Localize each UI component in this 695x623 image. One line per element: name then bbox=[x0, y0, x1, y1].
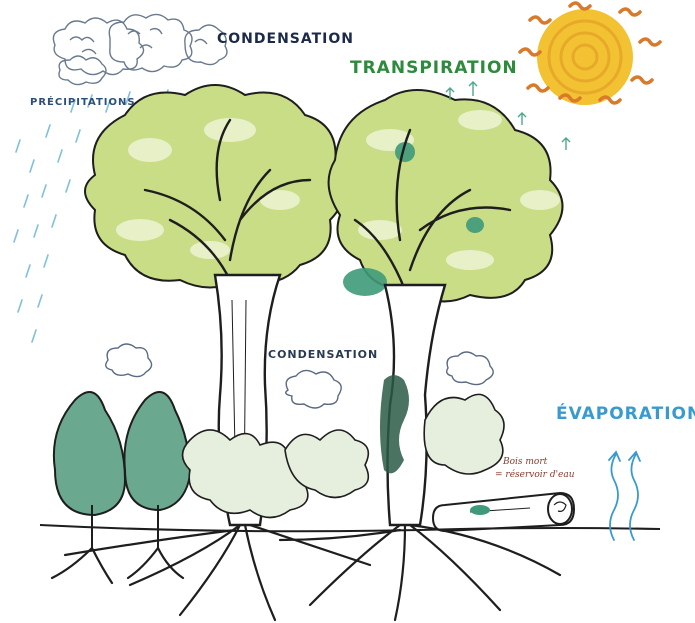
evaporation-arrow-icon bbox=[609, 452, 640, 540]
cloud-icon bbox=[53, 18, 143, 75]
sun-icon bbox=[520, 3, 660, 105]
cloud-icon bbox=[109, 14, 192, 71]
root-icon bbox=[52, 525, 560, 620]
condensation-top-label: CONDENSATION bbox=[217, 31, 354, 47]
ground-line bbox=[40, 525, 660, 531]
dead-wood-caption: = réservoir d'eau bbox=[495, 470, 575, 480]
condensation-middle-label: CONDENSATION bbox=[268, 348, 378, 361]
transpiration-label: TRANSPIRATION bbox=[350, 58, 518, 78]
precipitations-label: PRÉCIPITATIONS bbox=[30, 97, 136, 108]
evaporation-label: ÉVAPORATION bbox=[556, 404, 695, 424]
dead-wood-label: Bois mort bbox=[503, 457, 547, 467]
log-icon bbox=[433, 493, 574, 531]
